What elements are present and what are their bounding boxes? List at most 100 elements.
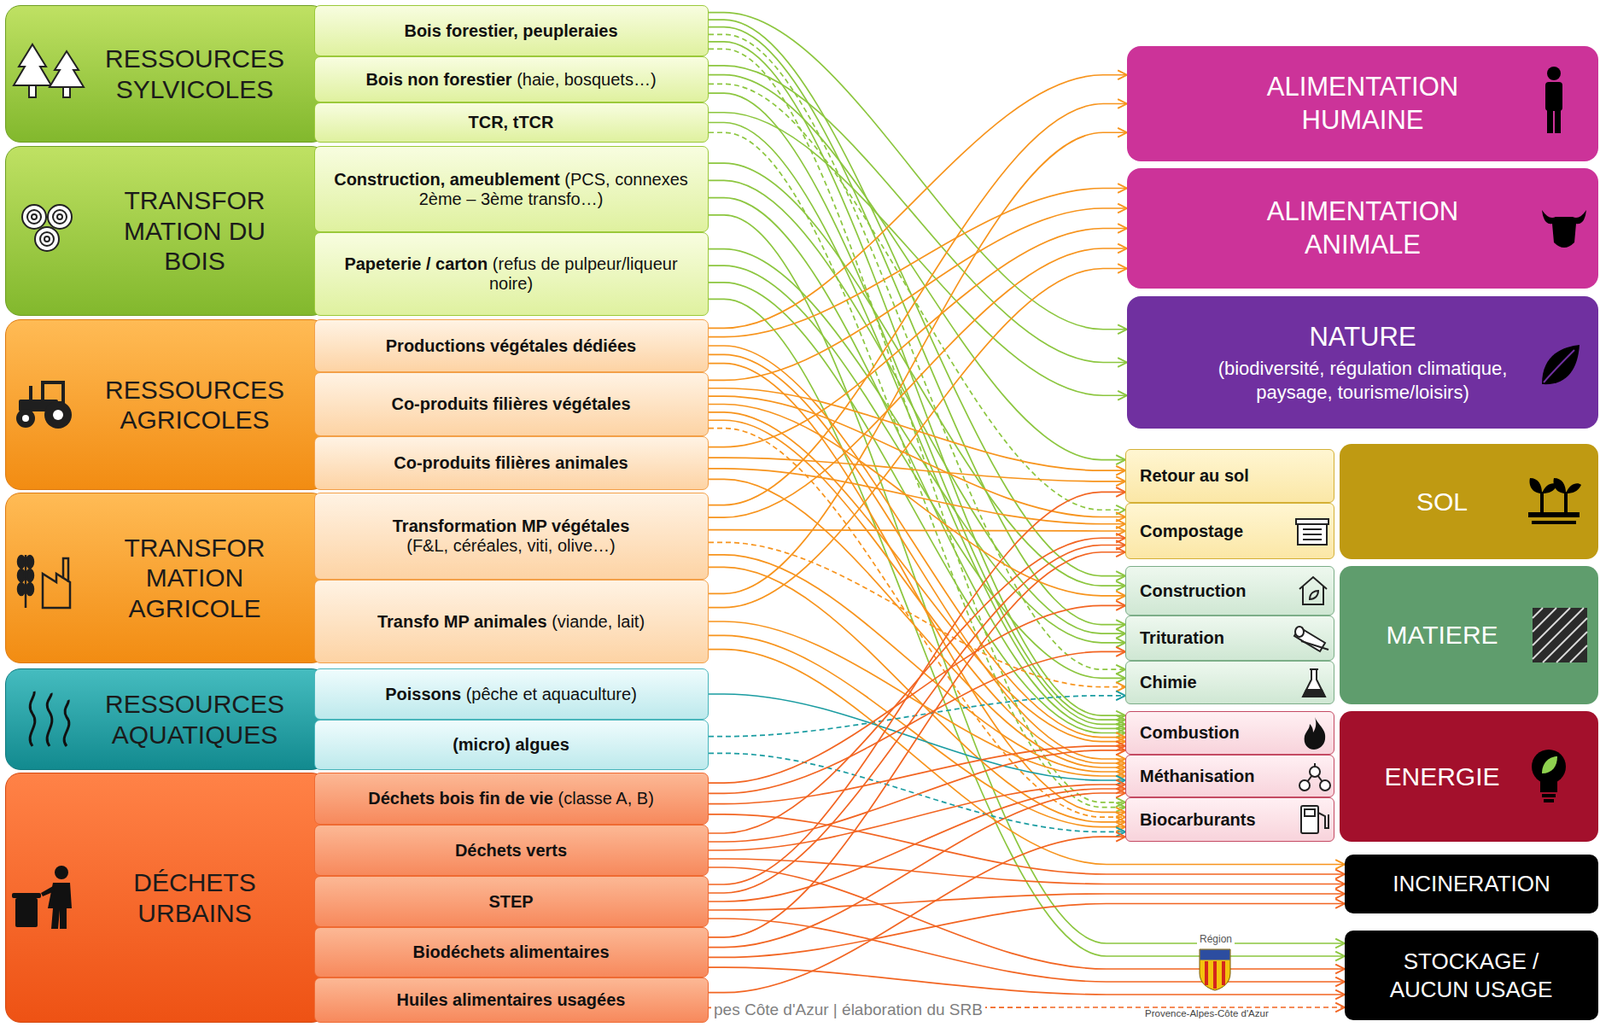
flow-arrow xyxy=(708,228,1128,448)
flow-arrow xyxy=(708,163,1126,586)
flow-arrow xyxy=(708,478,1126,768)
box-title: Retour au sol xyxy=(1139,466,1303,486)
resource-box: Construction, ameublement(PCS, connexes … xyxy=(314,145,709,233)
region-logo xyxy=(1199,949,1231,991)
flow-arrow xyxy=(708,412,1126,742)
flow-arrow xyxy=(708,537,1126,834)
flow-arrow xyxy=(708,75,1128,329)
flow-arrow xyxy=(708,651,1126,794)
resource-box: STEP xyxy=(314,875,709,928)
box-title: Construction xyxy=(1139,581,1303,602)
flow-arrow xyxy=(708,188,1128,338)
category-box: RESSOURCES AQUATIQUES xyxy=(5,668,328,771)
resource-box: Huiles alimentaires usagées xyxy=(314,977,709,1023)
box-title: RESSOURCES AGRICOLES xyxy=(96,374,293,436)
use-group-box: ENERGIE xyxy=(1339,711,1599,842)
box-title: Biocarburants xyxy=(1139,810,1303,830)
region-logo xyxy=(1221,961,1226,986)
resource-box: Bois forestier, peupleraies xyxy=(314,5,709,57)
box-title: ENERGIE xyxy=(1352,761,1532,793)
box-title: INCINERATION xyxy=(1361,870,1582,899)
use-sub-box: Biocarburants xyxy=(1125,797,1335,842)
flow-arrow xyxy=(708,784,1126,851)
flow-arrow xyxy=(708,198,1126,730)
box-title: SOL xyxy=(1352,486,1532,518)
resource-box: Déchets verts xyxy=(314,824,709,876)
flow-arrow xyxy=(708,893,1345,911)
category-box: TRANSFOR MATION AGRICOLE xyxy=(5,492,328,664)
flow-arrow xyxy=(708,112,1128,397)
flow-arrow xyxy=(708,132,1126,807)
box-title: DÉCHETS URBAINS xyxy=(96,867,293,929)
flow-arrow xyxy=(708,867,1345,970)
flow-arrow xyxy=(708,93,1126,720)
use-box: ALIMENTATION HUMAINE xyxy=(1127,46,1599,162)
category-box: TRANSFOR MATION DU BOIS xyxy=(5,145,328,316)
box-title: STOCKAGE / AUCUN USAGE xyxy=(1364,947,1578,1004)
use-sub-box: Trituration xyxy=(1125,615,1335,661)
box-title: Compostage xyxy=(1139,521,1303,542)
flow-arrow xyxy=(708,132,1128,594)
logo-text: Région xyxy=(1197,933,1235,946)
box-title: (micro) algues xyxy=(452,735,570,754)
box-title: Co-produits filières végétales xyxy=(391,394,631,414)
box-title: Transfo MP animales xyxy=(377,612,548,631)
box-title: Combustion xyxy=(1139,723,1303,743)
use-sub-box: Compostage xyxy=(1125,502,1335,560)
flow-arrow xyxy=(708,104,1128,506)
flow-arrow xyxy=(708,457,1126,482)
region-logo xyxy=(1204,961,1209,986)
box-title: RESSOURCES SYLVICOLES xyxy=(96,43,293,105)
resource-box: Papeterie / carton(refus de pulpeur/liqu… xyxy=(314,232,709,316)
flow-arrow xyxy=(708,12,1128,330)
box-title: ALIMENTATION HUMAINE xyxy=(1226,70,1500,138)
end-box: STOCKAGE / AUCUN USAGE xyxy=(1344,930,1599,1021)
resource-box: Biodéchets alimentaires xyxy=(314,927,709,978)
category-box: RESSOURCES SYLVICOLES xyxy=(5,5,328,143)
category-box: RESSOURCES AGRICOLES xyxy=(5,319,328,491)
flow-arrow xyxy=(708,836,1126,993)
box-title: TRANSFOR MATION AGRICOLE xyxy=(96,532,293,624)
box-detail: (classe A, B) xyxy=(558,788,655,808)
box-title: Poissons xyxy=(385,684,462,704)
use-box: NATURE(biodiversité, régulation climatiq… xyxy=(1127,296,1599,429)
box-title: TCR, tTCR xyxy=(468,112,555,132)
resource-box: Déchets bois fin de vie(classe A, B) xyxy=(314,772,709,825)
flow-arrow xyxy=(708,530,1126,532)
box-title: NATURE xyxy=(1191,321,1534,355)
box-title: Déchets bois fin de vie xyxy=(367,788,554,808)
region-logo xyxy=(1199,949,1231,991)
box-title: Huiles alimentaires usagées xyxy=(397,990,626,1010)
box-title: Chimie xyxy=(1139,672,1303,693)
flow-arrow xyxy=(708,552,1126,938)
resource-box: Productions végétales dédiées xyxy=(314,319,709,373)
flow-arrow xyxy=(708,858,1345,885)
flow-arrow xyxy=(708,918,1345,982)
resource-box: (micro) algues xyxy=(314,719,709,771)
box-title: Papeterie / carton xyxy=(344,254,488,274)
resource-box: TCR, tTCR xyxy=(314,102,709,143)
flow-arrow xyxy=(708,605,1126,783)
flow-arrow xyxy=(708,695,1126,737)
use-sub-box: Chimie xyxy=(1125,660,1335,705)
box-detail: (F&L, céréales, viti, olive…) xyxy=(323,536,699,556)
flow-arrow xyxy=(708,904,1345,958)
use-sub-box: Combustion xyxy=(1125,711,1335,755)
resource-box: Co-produits filières végétales xyxy=(314,372,709,437)
box-title: Bois non forestier xyxy=(365,70,512,89)
flow-arrow xyxy=(708,248,1128,518)
flow-arrow xyxy=(708,793,1126,948)
use-box: ALIMENTATION ANIMALE xyxy=(1127,168,1599,289)
use-group-box: MATIERE xyxy=(1339,566,1599,705)
flow-arrow xyxy=(708,566,1126,822)
box-detail: (refus de pulpeur/liqueur noire) xyxy=(489,254,678,293)
box-detail: (haie, bosquets…) xyxy=(516,70,656,89)
logo-text: Provence-Alpes-Côte d'Azur xyxy=(1142,1008,1272,1021)
flow-arrow xyxy=(708,282,1126,734)
box-title: RESSOURCES AQUATIQUES xyxy=(96,689,293,750)
use-sub-box: Méthanisation xyxy=(1125,754,1335,798)
box-title: Construction, ameublement xyxy=(333,169,560,189)
flow-arrow xyxy=(708,345,1126,738)
box-title: ALIMENTATION ANIMALE xyxy=(1226,195,1500,263)
flow-arrow xyxy=(708,750,1126,842)
